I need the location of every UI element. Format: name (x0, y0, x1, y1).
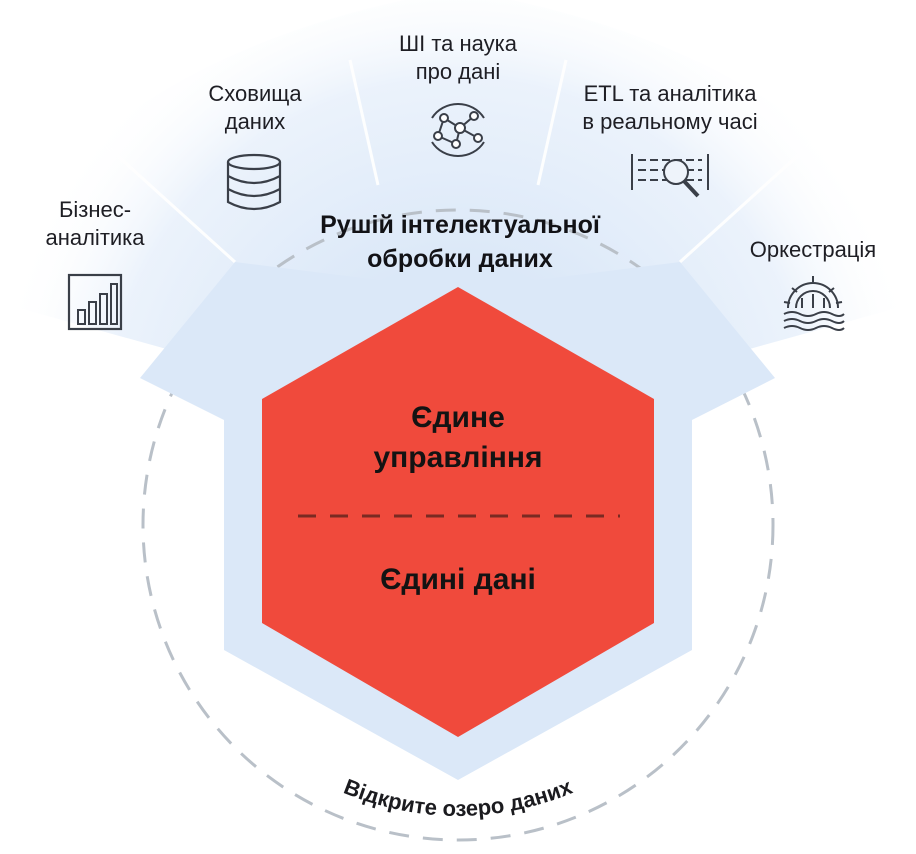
capability-bi-line1: Бізнес- (58, 197, 132, 222)
data-search-icon (631, 154, 709, 198)
orchestration-gear-icon (783, 276, 845, 331)
capability-ai-label: ШІ та наука про дані (370, 30, 546, 86)
capability-bi-line2: аналітика (45, 225, 145, 250)
capability-ai-line2: про дані (415, 59, 501, 84)
engine-label-line1: Рушій інтелектуальної (320, 211, 600, 239)
capability-etl-label: ETL та аналітика в реальному часі (560, 80, 780, 136)
unified-governance-line1: Єдине (411, 401, 505, 434)
capability-etl-line2: в реальному часі (582, 109, 758, 134)
capability-bi-label: Бізнес- аналітика (20, 196, 170, 252)
engine-label: Рушій інтелектуальної обробки даних (240, 208, 680, 276)
capability-dw-line2: даних (224, 109, 286, 134)
bar-chart-icon (67, 273, 123, 331)
lake-boundary (141, 208, 775, 842)
capability-dw-line1: Сховища (208, 81, 302, 106)
fan-dividers (98, 59, 817, 264)
unified-governance-line2: управління (373, 441, 543, 474)
capability-orchestration-label: Оркестрація (728, 236, 898, 264)
lake-label: Відкрите озеро даних (341, 774, 577, 821)
capability-dw-label: Сховища даних (180, 80, 330, 136)
network-graph-icon (431, 102, 485, 158)
database-icon (226, 153, 282, 211)
capability-orchestration-line1: Оркестрація (749, 237, 877, 262)
unified-data-text: Єдині дані (380, 563, 536, 596)
unified-governance-label: Єдине управління (300, 398, 616, 478)
core-hexagon (262, 287, 654, 737)
unified-data-label: Єдині дані (300, 560, 616, 600)
capability-etl-line1: ETL та аналітика (583, 81, 757, 106)
capability-ai-line1: ШІ та наука (398, 31, 518, 56)
engine-label-line2: обробки даних (367, 245, 553, 273)
